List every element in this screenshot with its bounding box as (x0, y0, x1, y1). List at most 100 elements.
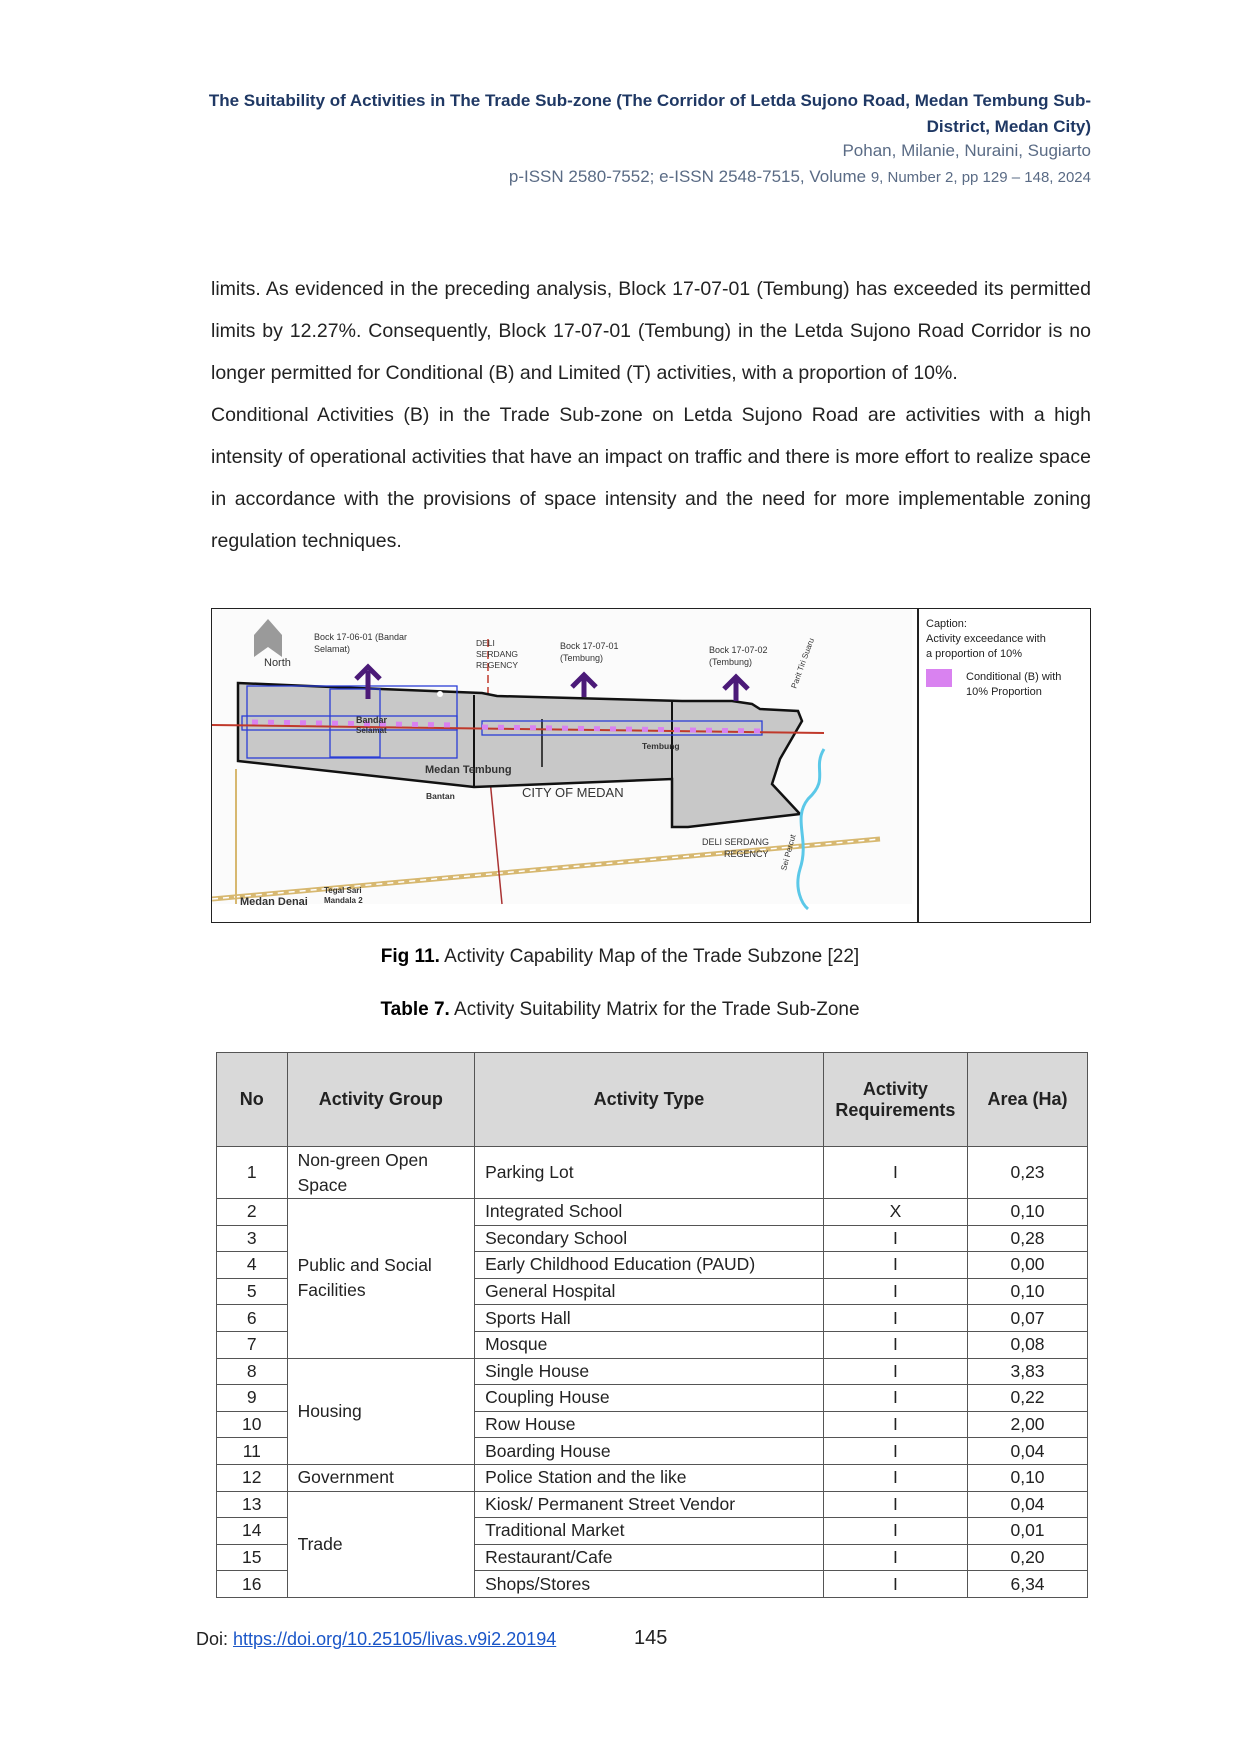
cell-req: I (822, 1251, 969, 1279)
legend-item1: Conditional (B) with (966, 671, 1061, 683)
label-block1b: Selamat) (314, 644, 350, 654)
label-city: CITY OF MEDAN (522, 785, 624, 800)
running-authors: Pohan, Milanie, Nuraini, Sugiarto (842, 141, 1091, 160)
label-tembung: Tembung (642, 741, 680, 751)
label-tegal2: Mandala 2 (324, 896, 363, 905)
cell-type: Secondary School (474, 1224, 824, 1253)
cell-group: Public and Social Facilities (286, 1198, 476, 1359)
cell-req: I (822, 1304, 969, 1332)
label-tegal1: Tegal Sari (324, 886, 362, 895)
cell-req: I (822, 1146, 969, 1199)
label-deli3: REGENCY (476, 660, 518, 670)
col-header-area: Area (Ha) (967, 1052, 1088, 1147)
cell-req: I (822, 1224, 969, 1253)
cell-area: 0,01 (967, 1517, 1088, 1545)
cell-no: 12 (216, 1463, 288, 1492)
col-header-group: Activity Group (286, 1052, 476, 1147)
cell-area: 0,08 (967, 1330, 1088, 1359)
legend-swatch (926, 669, 952, 687)
cell-req: I (822, 1410, 969, 1439)
label-block3b: (Tembung) (709, 657, 752, 667)
cell-type: Row House (474, 1410, 824, 1439)
cell-req: I (822, 1543, 969, 1572)
cell-req: I (822, 1384, 969, 1412)
cell-no: 2 (216, 1198, 288, 1226)
cell-type: Police Station and the like (474, 1463, 824, 1492)
cell-type: Integrated School (474, 1198, 824, 1226)
cell-group: Government (286, 1463, 476, 1492)
table-header-row: No Activity Group Activity Type Activity… (216, 1052, 1088, 1147)
legend-caption: Caption: (926, 618, 967, 630)
table-row: 8 Housing Single House I 3,83 (216, 1357, 1088, 1465)
label-north: North (264, 657, 291, 669)
activity-map: North Bock 17-06-01 (Bandar Selamat) DEL… (212, 609, 1090, 922)
activity-map-figure: North Bock 17-06-01 (Bandar Selamat) DEL… (211, 608, 1091, 923)
north-arrow-icon (254, 619, 282, 657)
running-issn: p-ISSN 2580-7552; e-ISSN 2548-7515, Volu… (509, 167, 1091, 187)
label-bantan: Bantan (426, 791, 455, 801)
cell-no: 16 (216, 1570, 288, 1598)
label-deli-bottom1: DELI SERDANG (702, 837, 769, 847)
cell-no: 6 (216, 1304, 288, 1332)
cell-no: 4 (216, 1251, 288, 1279)
legend-line1: Activity exceedance with (926, 633, 1046, 645)
cell-area: 0,00 (967, 1251, 1088, 1279)
paragraph-2: Conditional Activities (B) in the Trade … (211, 404, 1091, 552)
cell-req: I (822, 1490, 969, 1519)
cell-type: Shops/Stores (474, 1570, 824, 1598)
activity-suitability-table: No Activity Group Activity Type Activity… (216, 1052, 1088, 1598)
cell-no: 1 (216, 1146, 288, 1199)
issn-volume: 9, Number 2, pp 129 – 148, 2024 (870, 169, 1091, 186)
label-block1: Bock 17-06-01 (Bandar (314, 632, 407, 642)
cell-no: 13 (216, 1490, 288, 1519)
cell-group: Non-green Open Space (286, 1146, 476, 1199)
col-header-no: No (216, 1052, 288, 1147)
cell-req: I (822, 1463, 969, 1492)
cell-area: 0,23 (967, 1146, 1088, 1199)
cell-area: 2,00 (967, 1410, 1088, 1439)
map-legend: Caption: Activity exceedance with a prop… (926, 618, 1061, 698)
cell-type: Boarding House (474, 1437, 824, 1465)
cell-type: Kiosk/ Permanent Street Vendor (474, 1490, 824, 1519)
table-row: 9 Coupling House I 0,22 (216, 1384, 1088, 1412)
cell-req: I (822, 1437, 969, 1465)
cell-area: 0,10 (967, 1277, 1088, 1306)
cell-area: 0,22 (967, 1384, 1088, 1412)
cell-no: 7 (216, 1330, 288, 1359)
conditional-activity-marks (251, 719, 457, 728)
label-medan-tembung: Medan Tembung (425, 764, 512, 776)
doi-link[interactable]: https://doi.org/10.25105/livas.v9i2.2019… (233, 1629, 557, 1649)
cell-area: 3,83 (967, 1357, 1088, 1386)
table-row: 6 Sports Hall I 0,07 (216, 1304, 1088, 1332)
figure-label: Fig 11. (380, 946, 440, 967)
cell-no: 8 (216, 1357, 288, 1386)
label-deli2: SERDANG (476, 649, 518, 659)
cell-no: 10 (216, 1410, 288, 1439)
doi-line: Doi: https://doi.org/10.25105/livas.v9i2… (196, 1629, 556, 1650)
cell-no: 15 (216, 1543, 288, 1572)
cell-type: Single House (474, 1357, 824, 1386)
cell-type: Coupling House (474, 1384, 824, 1412)
table-row: 12 Government Police Station and the lik… (216, 1463, 1088, 1492)
figure-caption: Fig 11. Activity Capability Map of the T… (0, 946, 1240, 968)
table-row: 13 Trade Kiosk/ Permanent Street Vendor … (216, 1490, 1088, 1598)
doi-label: Doi: (196, 1629, 234, 1649)
cell-req: I (822, 1570, 969, 1598)
label-medan-denai: Medan Denai (240, 896, 308, 908)
col-header-type: Activity Type (474, 1052, 824, 1147)
cell-req: I (822, 1357, 969, 1386)
label-deli1: DELI (476, 638, 495, 648)
direction-arrows (354, 663, 750, 701)
cell-type: Parking Lot (474, 1146, 824, 1199)
cell-req: I (822, 1517, 969, 1545)
legend-item2: 10% Proportion (966, 686, 1042, 698)
label-block2b: (Tembung) (560, 653, 603, 663)
cell-area: 0,07 (967, 1304, 1088, 1332)
label-block3: Bock 17-07-02 (709, 645, 768, 655)
label-bandar2: Selamat (356, 726, 387, 735)
cell-type: Sports Hall (474, 1304, 824, 1332)
table-row: 16 Shops/Stores I 6,34 (216, 1570, 1088, 1598)
table-row: 14 Traditional Market I 0,01 (216, 1517, 1088, 1545)
body-text: limits. As evidenced in the preceding an… (211, 268, 1091, 562)
table-caption-text: Activity Suitability Matrix for the Trad… (449, 999, 860, 1020)
